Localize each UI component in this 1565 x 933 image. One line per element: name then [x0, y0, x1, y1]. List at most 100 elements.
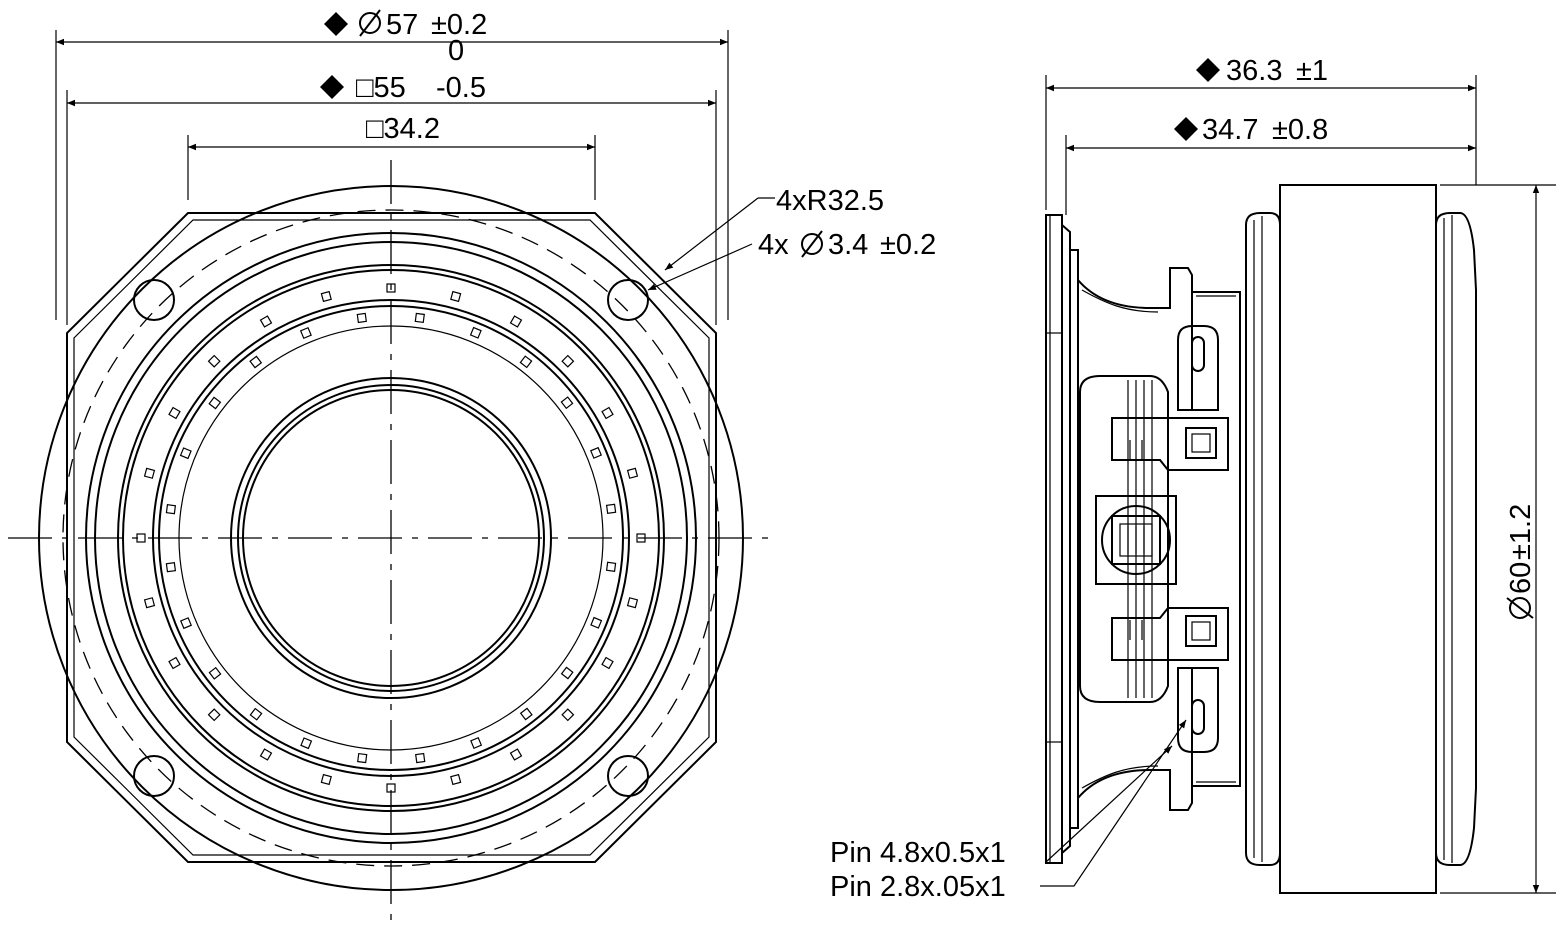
surround-tab — [249, 707, 263, 721]
pin-large-label: Pin 4.8x0.5x1 — [830, 837, 1006, 869]
front-flange — [1045, 214, 1063, 864]
basket-lower — [1077, 668, 1193, 811]
leader-line-pin-small — [1040, 719, 1187, 887]
leader-line-radius — [664, 197, 759, 271]
callout-radius: 4xR32.5 — [776, 185, 884, 217]
surround-tabs — [136, 283, 646, 793]
surround-tab — [589, 446, 603, 459]
mounting-hole — [133, 279, 175, 321]
surround-tab — [143, 467, 156, 479]
magnet-ring-front — [1245, 212, 1281, 866]
surround-tab — [168, 406, 181, 420]
dim-36-value: 36.3 — [1226, 55, 1282, 87]
surround-tab — [320, 773, 332, 786]
magnet-ring-rear — [1435, 212, 1477, 866]
cone-outer-ring — [152, 299, 630, 777]
terminal-slot — [1191, 336, 1205, 372]
leader-line-pin-large — [1045, 745, 1173, 863]
motor-body — [1192, 291, 1241, 787]
surround-tab — [601, 406, 614, 420]
center-terminal-ring — [1101, 505, 1171, 575]
terminal-tab-lower — [1177, 667, 1219, 753]
surround-tab — [450, 290, 462, 303]
terminal-housing — [1095, 495, 1177, 585]
dim-55-tol: -0.5 — [436, 72, 486, 104]
dim-36-tol: ±1 — [1296, 55, 1328, 87]
terminal-connector — [1185, 615, 1217, 647]
callout-holes-tol: ±0.2 — [880, 229, 936, 261]
dust-cap-outer — [230, 377, 552, 699]
surround-tab — [415, 752, 426, 764]
magnet-cup — [1279, 184, 1437, 894]
surround-tab — [626, 597, 639, 609]
dim-60-tol: ±1.2 — [1505, 504, 1537, 560]
surround-tab — [561, 708, 575, 722]
dim-57-tol-upper: ±0.2 — [431, 9, 487, 41]
terminal-tab-upper — [1177, 325, 1219, 411]
diamond-icon — [1174, 117, 1198, 141]
surround-tab — [143, 597, 156, 609]
leader-line-holes — [647, 243, 753, 291]
cone-ring — [158, 305, 624, 771]
surround-tab — [626, 467, 639, 479]
diamond-icon — [324, 12, 348, 36]
mounting-hole — [133, 755, 175, 797]
dim-34-7-value: 34.7 — [1202, 114, 1258, 146]
dim-34-7-tol: ±0.8 — [1272, 114, 1328, 146]
surround-tab — [590, 616, 603, 629]
basket-upper — [1077, 267, 1193, 410]
dim-57-tol-lower: 0 — [448, 35, 464, 67]
callout-holes-prefix: 4x — [758, 229, 789, 261]
square-flange — [66, 212, 717, 863]
cone-ring-inner — [178, 325, 604, 751]
surround-tab — [165, 504, 177, 515]
dim-34-value: □34.2 — [366, 113, 440, 145]
diameter-icon — [801, 230, 823, 258]
terminal-connector — [1185, 427, 1217, 459]
surround-tab — [179, 617, 193, 630]
surround-tab — [386, 783, 396, 793]
surround-tab — [519, 707, 533, 721]
dim-60-value: 60 — [1505, 562, 1537, 594]
gasket-ring — [85, 232, 697, 844]
surround-ring — [122, 269, 660, 807]
surround-tab — [605, 503, 617, 514]
pin-small-label: Pin 2.8x.05x1 — [830, 871, 1006, 903]
surround-tab — [168, 656, 181, 670]
dim-60-label: 60 ±1.2 — [1505, 504, 1537, 619]
surround-tab — [299, 326, 312, 340]
surround-tab — [207, 708, 221, 722]
gasket-ring-inner — [94, 241, 688, 835]
dim-55-value: □55 — [356, 72, 406, 104]
surround-tab — [509, 315, 523, 328]
dust-cap-inner — [242, 389, 540, 687]
terminal-block-lower — [1111, 607, 1229, 661]
surround-tab — [356, 312, 367, 324]
flange-lip — [1061, 224, 1071, 854]
surround-tab — [450, 773, 462, 786]
surround-tab — [259, 748, 273, 761]
mounting-hole — [607, 279, 649, 321]
surround-tab — [357, 752, 368, 764]
mounting-holes — [133, 279, 649, 797]
surround-tab — [519, 355, 533, 369]
dust-cap — [237, 384, 545, 692]
surround-tab — [636, 533, 646, 543]
flange-inner-edge — [73, 219, 710, 856]
surround-tab — [300, 737, 313, 750]
surround-outer-ring — [117, 264, 665, 812]
surround-tab — [560, 666, 574, 680]
side-view: 36.3 ±1 34.7 ±0.8 60 ±1.2 — [830, 55, 1556, 903]
surround-tab — [179, 447, 192, 460]
surround-tab — [469, 326, 482, 339]
surround-tab — [560, 396, 574, 410]
surround-tab — [249, 355, 263, 369]
surround-tab — [320, 290, 332, 303]
surround-tab — [136, 533, 146, 543]
diameter-icon — [359, 9, 381, 37]
surround-tab — [605, 561, 617, 572]
mounting-hole — [607, 755, 649, 797]
surround-tab — [509, 748, 523, 761]
surround-tab — [601, 656, 614, 670]
surround-tab — [259, 315, 273, 328]
